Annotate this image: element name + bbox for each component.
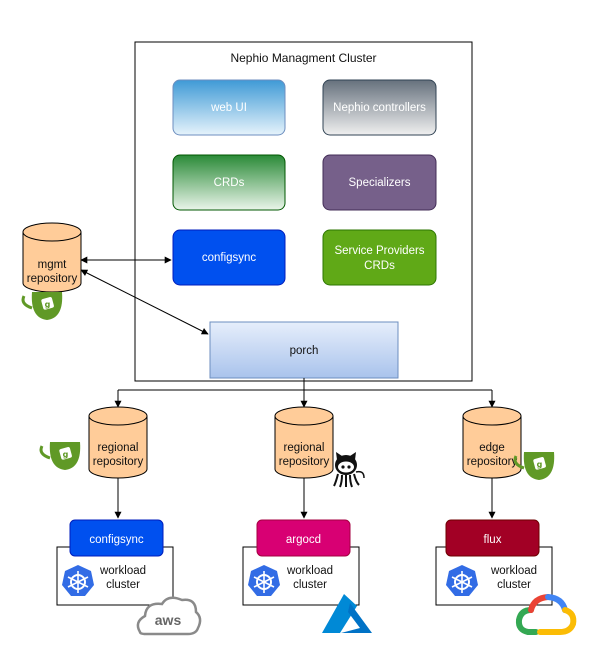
configsync-label: configsync — [202, 252, 257, 264]
workload-line1-3: workload — [490, 565, 537, 577]
mgmt-repo-line1: mgmt — [38, 259, 68, 271]
aws-text: aws — [155, 612, 182, 628]
repo1-line2: repository — [93, 456, 144, 468]
workload-line1-2: workload — [286, 565, 333, 577]
workload-line1-1: workload — [99, 565, 146, 577]
web-ui-label: web UI — [210, 102, 247, 114]
gitea-teacup-icon: g — [513, 452, 555, 480]
mgmt-repository: mgmt repository — [22, 222, 82, 293]
github-octocat-icon — [333, 452, 365, 488]
gitea-teacup-icon: g — [21, 292, 63, 320]
sync-box-1 — [69, 519, 164, 557]
repo3-line1: edge — [479, 442, 505, 454]
repo2-line2: repository — [279, 456, 330, 468]
porch-label: porch — [290, 345, 319, 357]
repository-regional-2: regional repository — [274, 406, 334, 479]
service-providers-label-2: CRDs — [364, 260, 395, 272]
google-cloud-logo-icon — [515, 594, 577, 635]
repo2-line1: regional — [284, 442, 325, 454]
porch-box: porch — [209, 321, 399, 379]
component-configsync: configsync — [172, 229, 286, 286]
cluster-title: Nephio Managment Cluster — [230, 51, 376, 65]
svg-text:g: g — [45, 300, 51, 309]
gitea-teacup-icon: g — [39, 442, 81, 470]
kubernetes-icon — [446, 565, 478, 596]
kubernetes-icon — [62, 565, 94, 596]
aws-logo-icon: aws — [136, 596, 202, 636]
porch-fanout-connectors — [114, 378, 496, 408]
workload-cluster-1: configsync workload cluster — [56, 519, 174, 606]
repo1-line1: regional — [98, 442, 139, 454]
mgmt-repo-line2: repository — [27, 273, 78, 285]
component-nephio-controllers: Nephio controllers — [322, 79, 437, 136]
sync-box-2 — [256, 519, 351, 557]
workload-line2-3: cluster — [497, 579, 531, 591]
crds-label: CRDs — [214, 177, 245, 189]
repo3-line2: repository — [467, 456, 518, 468]
repository-regional-1: regional repository — [88, 406, 148, 479]
sync-box-3 — [445, 519, 540, 557]
component-crds: CRDs — [172, 154, 286, 211]
sync-label-1: configsync — [89, 534, 144, 546]
azure-logo-icon — [322, 594, 372, 633]
repository-edge: edge repository — [462, 406, 522, 479]
sync-label-2: argocd — [286, 534, 321, 546]
svg-text:g: g — [537, 460, 543, 469]
component-service-providers-crds: Service Providers CRDs — [322, 229, 437, 286]
specializers-label: Specializers — [349, 177, 411, 189]
mgmt-porch-arrow — [80, 269, 209, 335]
workload-line2-1: cluster — [106, 579, 140, 591]
service-providers-label: Service Providers — [334, 245, 424, 257]
component-specializers: Specializers — [322, 154, 437, 211]
nephio-controllers-label: Nephio controllers — [333, 102, 426, 114]
component-web-ui: web UI — [172, 79, 286, 136]
kubernetes-icon — [248, 565, 280, 596]
svg-text:g: g — [63, 450, 69, 459]
workload-line2-2: cluster — [293, 579, 327, 591]
sync-label-3: flux — [484, 534, 502, 546]
